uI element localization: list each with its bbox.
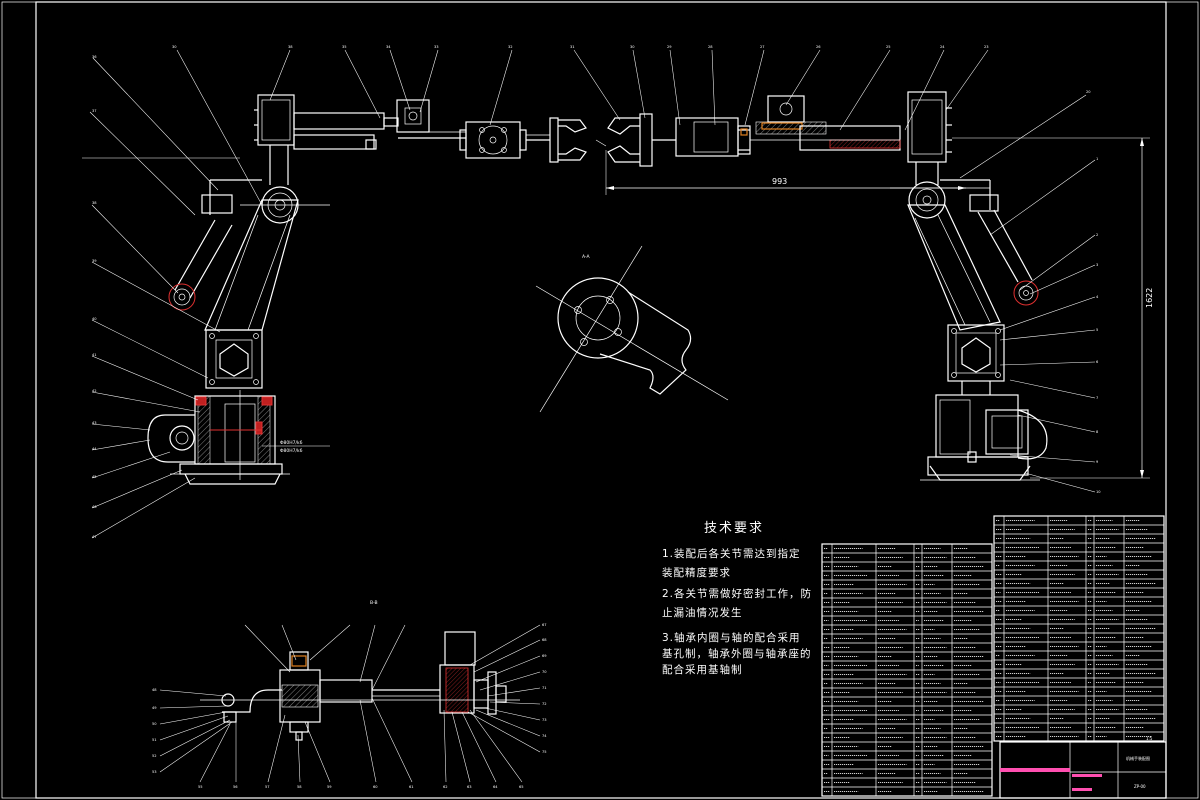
balloon: 28 (708, 45, 713, 49)
balloon: 38 (92, 201, 97, 205)
right-arm: 1622 (890, 91, 1154, 481)
balloon: 8 (1096, 430, 1099, 434)
tech-req-line-4: 止漏油情况发生 (662, 606, 743, 619)
tech-req-line-2: 装配精度要求 (662, 566, 731, 579)
balloon: 7 (1096, 396, 1098, 400)
dimension-vertical: 1622 (1145, 288, 1154, 308)
balloon: 35 (342, 45, 347, 49)
drawing-name: 机械手装配图 (1126, 755, 1150, 761)
balloon: 62 (443, 785, 448, 789)
balloon: 3 (1096, 263, 1098, 267)
balloon: 34 (386, 45, 391, 49)
balloon: 47 (92, 535, 97, 539)
leader-lines (82, 49, 1096, 783)
balloon: 59 (327, 785, 332, 789)
balloon: 67 (542, 623, 547, 627)
balloon: 24 (940, 45, 945, 49)
balloon: 29 (667, 45, 672, 49)
drawing-scale: 1:5 (1146, 736, 1153, 741)
detail-view-b: B-B (200, 600, 520, 741)
balloon: 42 (92, 389, 97, 393)
balloon: 71 (542, 686, 547, 690)
balloon: 69 (542, 654, 547, 658)
balloon: 38 (288, 45, 293, 49)
balloon: 25 (886, 45, 891, 49)
balloon: 50 (152, 722, 157, 726)
dimension-horizontal: 993 (772, 177, 787, 186)
fit-annotation-1: Φ80H7/k6 (280, 440, 303, 446)
balloon: 57 (265, 785, 270, 789)
balloon: 23 (984, 45, 989, 49)
gripper-assembly: 993 (398, 95, 966, 195)
tech-req-line-3: 2.各关节需做好密封工作，防 (662, 587, 812, 600)
balloon: 4 (1096, 295, 1099, 299)
balloon: 30 (630, 45, 635, 49)
parts-list-right (993, 515, 1165, 742)
balloon-labels: 30 38 35 34 33 32 31 30 29 28 27 26 25 2… (92, 45, 1101, 789)
balloon: 75 (542, 750, 547, 754)
left-arm: Φ80H7/k6 Φ80H7/k6 (147, 94, 430, 485)
balloon: 49 (152, 706, 157, 710)
balloon: 46 (92, 505, 97, 509)
balloon: 52 (152, 754, 157, 758)
balloon: 30 (172, 45, 177, 49)
balloon: 10 (1096, 490, 1101, 494)
section-a-label: A-A (582, 254, 591, 260)
tech-req-line-1: 1.装配后各关节需达到指定 (662, 547, 801, 560)
parts-list-left (821, 543, 993, 797)
balloon: 64 (493, 785, 498, 789)
balloon: 56 (233, 785, 238, 789)
technical-requirements: 技术要求 1.装配后各关节需达到指定 装配精度要求 2.各关节需做好密封工作，防… (662, 521, 812, 676)
balloon: 9 (1096, 460, 1099, 464)
balloon: 31 (570, 45, 575, 49)
balloon: 63 (467, 785, 472, 789)
fit-annotation-2: Φ80H7/k6 (280, 448, 303, 454)
balloon: 73 (542, 718, 547, 722)
balloon: 2 (1096, 233, 1098, 237)
balloon: 40 (92, 317, 97, 321)
balloon: 32 (508, 45, 513, 49)
balloon: 74 (542, 734, 547, 738)
balloon: 65 (519, 785, 524, 789)
balloon: 68 (542, 638, 547, 642)
balloon: 39 (92, 259, 97, 263)
balloon: 26 (816, 45, 821, 49)
balloon: 43 (92, 421, 97, 425)
balloon: 48 (152, 688, 157, 692)
balloon: 55 (198, 785, 203, 789)
balloon: 44 (92, 447, 97, 451)
section-b-label: B-B (370, 600, 378, 606)
balloon: 37 (92, 109, 97, 113)
balloon: 27 (760, 45, 765, 49)
balloon: 72 (542, 702, 547, 706)
balloon: 1 (1096, 157, 1098, 161)
tech-req-line-6: 基孔制，轴承外圈与轴承座的 (662, 647, 812, 660)
balloon: 20 (1086, 90, 1091, 94)
balloon: 36 (92, 55, 97, 59)
balloon: 70 (542, 670, 547, 674)
title-block: 机械手装配图 ZP-00 1:5 (999, 736, 1167, 799)
balloon: 5 (1096, 328, 1098, 332)
balloon: 51 (152, 738, 157, 742)
balloon: 41 (92, 353, 97, 357)
balloon: 58 (297, 785, 302, 789)
balloon: 33 (434, 45, 439, 49)
balloon: 6 (1096, 360, 1099, 364)
inner-border (35, 1, 1167, 799)
balloon: 45 (92, 475, 97, 479)
detail-view-a: A-A (535, 245, 729, 413)
balloon: 60 (373, 785, 378, 789)
balloon: 53 (152, 770, 157, 774)
tech-req-line-5: 3.轴承内圈与轴的配合采用 (662, 631, 801, 644)
tech-req-title: 技术要求 (704, 521, 764, 536)
tech-req-line-7: 配合采用基轴制 (662, 663, 743, 676)
balloon: 61 (409, 785, 414, 789)
drawing-code: ZP-00 (1134, 784, 1146, 789)
